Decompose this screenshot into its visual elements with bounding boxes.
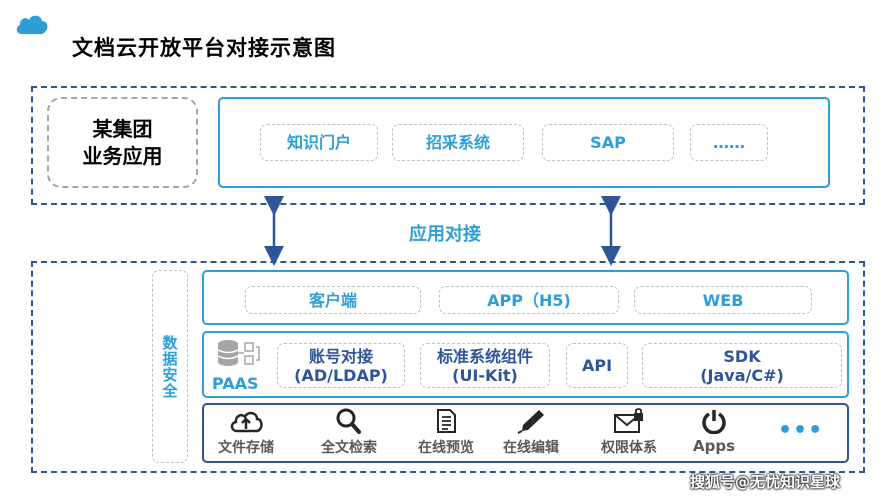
power-icon — [702, 410, 726, 434]
paas-label: PAAS — [212, 374, 259, 393]
paas-item-line1: 标准系统组件 — [436, 346, 533, 366]
service-label: 在线编辑 — [503, 440, 559, 456]
service-permission-system: 权限体系 — [601, 408, 657, 457]
paas-item-line2: (UI-Kit) — [452, 365, 518, 385]
data-security-box: 数据安全 — [152, 270, 188, 463]
app-procurement-system: 招采系统 — [392, 124, 524, 161]
paas-ui-kit: 标准系统组件 (UI-Kit) — [420, 343, 550, 388]
service-label: 权限体系 — [601, 440, 657, 456]
database-icon — [217, 340, 260, 366]
client-app-h5: APP（H5) — [439, 286, 619, 314]
group-business-app-box: 某集团 业务应用 — [47, 97, 198, 188]
paas-item-line2: (Java/C#) — [700, 365, 784, 385]
magnifier-icon — [336, 408, 361, 434]
data-security-label: 数据安全 — [160, 334, 179, 399]
app-sap: SAP — [542, 124, 674, 161]
document-icon — [437, 409, 456, 433]
service-label: Apps — [693, 437, 736, 455]
connection-label: 应用对接 — [409, 224, 481, 245]
mail-lock-icon — [614, 408, 643, 433]
paas-container — [202, 331, 849, 398]
clients-container — [202, 270, 849, 325]
client-web: WEB — [634, 286, 812, 314]
watermark: 搜狐号@无忧知识星球 — [690, 473, 841, 491]
service-full-text-search: 全文检索 — [321, 408, 377, 457]
service-online-edit: 在线编辑 — [503, 408, 559, 457]
service-label: 文件存储 — [218, 440, 274, 456]
cloud-upload-icon — [230, 411, 263, 433]
service-online-preview: 在线预览 — [418, 408, 474, 457]
service-file-storage: 文件存储 — [218, 408, 274, 457]
apps-container — [218, 97, 830, 188]
paas-account-integration: 账号对接 (AD/LDAP) — [277, 343, 405, 388]
group-label-line1: 某集团 — [92, 116, 153, 141]
app-knowledge-portal: 知识门户 — [260, 124, 378, 161]
platform-frame — [31, 261, 865, 473]
service-label: 在线预览 — [418, 440, 474, 456]
paas-item-line1: API — [581, 356, 613, 375]
service-label: 全文检索 — [321, 440, 377, 456]
pen-icon — [517, 410, 544, 434]
app-more: …… — [690, 124, 768, 161]
paas-api: API — [566, 343, 628, 388]
base-services-container — [202, 403, 849, 463]
page-title: 文档云开放平台对接示意图 — [72, 36, 336, 60]
paas-item-line2: (AD/LDAP) — [294, 365, 388, 385]
cloud-logo-icon — [16, 15, 48, 34]
business-app-frame — [31, 86, 865, 205]
paas-item-line1: 账号对接 — [308, 346, 373, 366]
more-services-ellipsis: ••• — [778, 418, 824, 443]
paas-sdk: SDK (Java/C#) — [642, 343, 842, 388]
service-apps: Apps — [693, 408, 735, 455]
client-desktop: 客户端 — [245, 286, 421, 314]
group-label-line2: 业务应用 — [82, 143, 163, 168]
paas-item-line1: SDK — [723, 346, 761, 366]
